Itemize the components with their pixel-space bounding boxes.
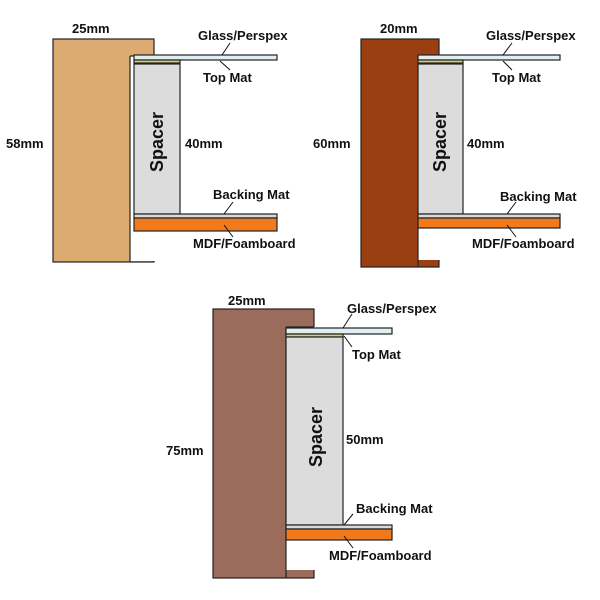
frame-2-spacer	[417, 63, 464, 215]
frame-3: 25mm 75mm 50mm Glass/Perspex Top Mat Bac…	[166, 293, 437, 579]
frame-1-height-label: 58mm	[6, 136, 44, 151]
frame-2-glass	[417, 54, 561, 61]
frame-3-top-mat-label: Top Mat	[352, 347, 402, 362]
frame-1: 25mm 58mm 40mm Glass/Perspex Top Mat Bac…	[6, 21, 296, 263]
frame-2-spacer-depth-label: 40mm	[467, 136, 505, 151]
frame-2: 20mm 60mm 40mm Glass/Perspex Top Mat Bac…	[313, 21, 577, 268]
frame-1-top-mat-label: Top Mat	[203, 70, 253, 85]
frame-1-mdf	[133, 217, 278, 232]
frame-3-spacer-depth-label: 50mm	[346, 432, 384, 447]
frame-1-glass-label: Glass/Perspex	[198, 28, 288, 43]
frame-3-glass	[285, 327, 393, 335]
frame-3-spacer-label: Spacer	[306, 407, 326, 467]
frame-2-height-label: 60mm	[313, 136, 351, 151]
frame-2-mdf	[417, 217, 561, 229]
frame-1-backing-mat-label: Backing Mat	[213, 187, 290, 202]
frame-1-glass	[133, 54, 278, 61]
frame-3-spacer	[285, 336, 344, 526]
frame-2-spacer-label: Spacer	[430, 112, 450, 172]
frame-1-mdf-label: MDF/Foamboard	[193, 236, 296, 251]
frame-1-spacer-label: Spacer	[147, 112, 167, 172]
frame-3-height-label: 75mm	[166, 443, 204, 458]
frame-2-top-mat-label: Top Mat	[492, 70, 542, 85]
frame-3-mdf	[285, 528, 393, 541]
frame-2-glass-label: Glass/Perspex	[486, 28, 576, 43]
frame-1-width-label: 25mm	[72, 21, 110, 36]
frame-2-backing-mat	[417, 213, 561, 219]
frame-3-width-label: 25mm	[228, 293, 266, 308]
frame-2-width-label: 20mm	[380, 21, 418, 36]
frame-3-glass-label: Glass/Perspex	[347, 301, 437, 316]
frame-3-backing-mat-label: Backing Mat	[356, 501, 433, 516]
frame-2-mdf-label: MDF/Foamboard	[472, 236, 575, 251]
frame-1-top-mat	[133, 59, 181, 64]
frame-1-spacer-depth-label: 40mm	[185, 136, 223, 151]
frame-2-backing-mat-label: Backing Mat	[500, 189, 577, 204]
frame-3-mdf-label: MDF/Foamboard	[329, 548, 432, 563]
frame-2-top-mat	[417, 59, 464, 64]
frame-1-backing-mat	[133, 213, 278, 219]
